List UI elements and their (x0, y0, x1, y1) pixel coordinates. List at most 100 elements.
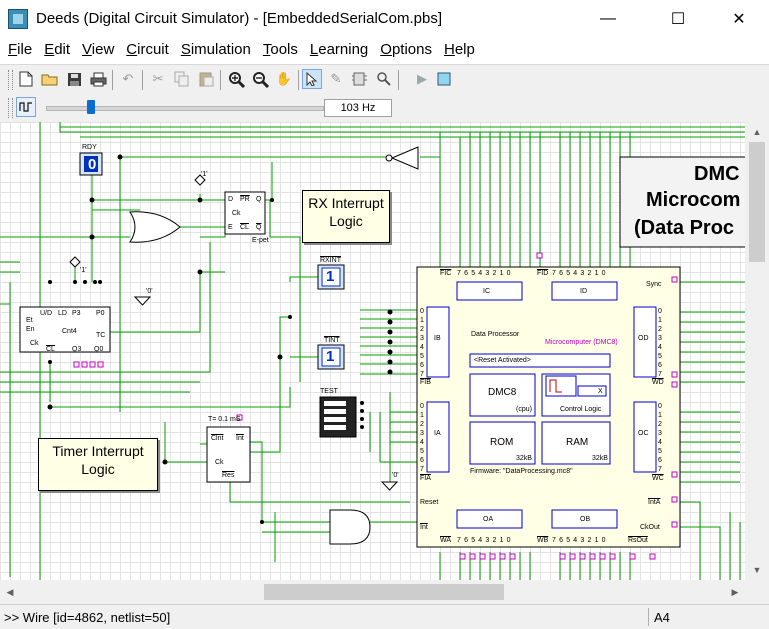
chip-sync-pin: Sync (646, 281, 662, 288)
dmc-title-line2: Microcom (646, 189, 741, 211)
vertical-scroll-thumb[interactable] (749, 142, 765, 262)
ff-cl-pin: CL (240, 224, 249, 231)
menu-circuit[interactable]: Circuit (126, 41, 169, 58)
scroll-right-icon[interactable]: ▶ (731, 586, 739, 597)
close-button[interactable]: ✕ (732, 11, 746, 28)
chip-rom-label: ROM (490, 437, 514, 448)
chip-microcomputer: Microcomputer (DMC8) (545, 339, 618, 346)
tint-value[interactable]: 1 (326, 348, 335, 365)
menu-edit[interactable]: Edit (44, 41, 71, 58)
search-icon[interactable] (374, 69, 394, 89)
chip-fid-pin: FID (537, 270, 549, 277)
rxint-label: RXINT (320, 257, 341, 264)
chip-reset-pin: Reset (420, 499, 439, 506)
chip-ob-label: OB (580, 516, 591, 523)
select-arrow-icon[interactable] (302, 69, 322, 89)
chip-od-label: OD (638, 335, 649, 342)
eraser-icon[interactable]: ✎ (330, 71, 342, 86)
chip-ia-bits: 0 1 2 3 4 5 6 7 (420, 403, 424, 473)
print-icon[interactable] (88, 69, 108, 89)
rdy-value[interactable]: 0 (88, 156, 97, 173)
ff-ck-pin: Ck (232, 210, 241, 217)
timing-icon[interactable] (434, 69, 454, 89)
clock-icon[interactable] (16, 97, 36, 117)
ff-d-pin: D (228, 196, 234, 203)
chip-fib-pin: FIB (420, 379, 431, 386)
toolbar-grip[interactable] (8, 98, 13, 118)
chip-wc-pin: WC (652, 475, 664, 482)
chip-rom-size: 32kB (516, 455, 532, 462)
chip-oc-bits: 0 1 2 3 4 5 6 7 (658, 403, 662, 473)
horizontal-scroll-thumb[interactable] (264, 584, 504, 600)
timer-interrupt-logic-box[interactable]: Timer Interrupt Logic (38, 438, 158, 491)
ff-qn-pin: Q (256, 224, 262, 231)
open-folder-icon[interactable] (40, 69, 60, 89)
clock-slider-track[interactable] (46, 106, 324, 111)
const-one-label: '1' (80, 267, 87, 274)
chip-x-label: X (598, 388, 603, 395)
chip-dmc8-label: DMC8 (488, 387, 517, 398)
cut-icon[interactable]: ✂ (152, 71, 164, 86)
menu-tools[interactable]: Tools (262, 41, 298, 58)
menu-help[interactable]: Help (443, 41, 475, 58)
ff-pr-pin: PR (240, 196, 250, 203)
rxint-value[interactable]: 1 (326, 268, 335, 285)
toolbar-separator (220, 70, 221, 90)
status-bar: >> Wire [id=4862, netlist=50] A4 (0, 604, 769, 629)
chip-oa-label: OA (483, 516, 494, 523)
counter-ud-pin: U/D (40, 310, 53, 317)
const-zero-label: '0' (392, 472, 399, 479)
chip-control-logic: Control Logic (560, 406, 602, 413)
counter-en-pin: En (26, 326, 35, 333)
chip-ram-label: RAM (566, 437, 589, 448)
chip-rsout-pin: RsOut (628, 537, 648, 544)
ff-e-pin: E (228, 224, 233, 231)
dmc-title-line1: DMC (694, 163, 740, 185)
dmc-title-line3: (Data Proc (634, 217, 735, 239)
undo-icon[interactable]: ↶ (122, 71, 134, 86)
window-title: Deeds (Digital Circuit Simulator) - [Emb… (36, 10, 442, 27)
save-icon[interactable] (64, 69, 84, 89)
zoom-out-icon[interactable] (250, 69, 270, 89)
play-icon[interactable]: ▶ (417, 71, 427, 86)
counter-et-pin: Et (26, 317, 33, 324)
test-dip-switch[interactable] (320, 397, 356, 437)
maximize-button[interactable]: ☐ (670, 11, 686, 28)
menu-options[interactable]: Options (380, 41, 432, 58)
clock-slider-thumb[interactable] (86, 100, 95, 114)
counter-q3-pin: Q3 (72, 346, 82, 353)
schematic-canvas[interactable]: RDY 0 '1' '1' '0' '0' D PR Q Ck E CL Q E… (0, 122, 745, 580)
pan-hand-icon[interactable]: ✋ (275, 71, 293, 86)
tint-label: TINT (324, 337, 340, 344)
component-icon[interactable] (350, 69, 370, 89)
scroll-up-icon[interactable]: ▲ (752, 127, 762, 137)
counter-p3-pin: P3 (72, 310, 81, 317)
chip-inta-pin: IntA (648, 499, 661, 506)
clock-toolbar: 103 Hz (0, 94, 769, 123)
chip-wa-pin: WA (440, 537, 452, 544)
zoom-in-icon[interactable] (226, 69, 246, 89)
chip-reset-message: <Reset Activated> (474, 357, 531, 364)
menu-learning[interactable]: Learning (309, 41, 369, 58)
scroll-left-icon[interactable]: ◀ (6, 586, 14, 597)
menu-view[interactable]: View (82, 41, 115, 58)
menu-simulation[interactable]: Simulation (180, 41, 251, 58)
menu-file[interactable]: File (8, 41, 33, 58)
timer-clint-pin: Clnt (211, 435, 224, 442)
toolbar-grip[interactable] (8, 70, 13, 90)
copy-icon[interactable] (172, 69, 192, 89)
rx-interrupt-logic-box[interactable]: RX Interrupt Logic (302, 190, 390, 243)
schematic-wires (0, 122, 745, 580)
test-label: TEST (320, 388, 338, 395)
main-toolbar: ↶ ✂ ✋ ✎ ▶ (0, 64, 769, 95)
chip-ic-label: IC (483, 288, 490, 295)
chip-ia-label: IA (434, 430, 441, 437)
ff-q-pin: Q (256, 196, 262, 203)
scroll-down-icon[interactable]: ▼ (752, 565, 762, 575)
chip-cpu-label: (cpu) (516, 406, 532, 413)
chip-oa-bits: 76543210 (457, 537, 514, 544)
paste-icon[interactable] (196, 69, 216, 89)
chip-fia-pin: FIA (420, 475, 431, 482)
minimize-button[interactable]: — (600, 10, 616, 27)
new-file-icon[interactable] (16, 69, 36, 89)
